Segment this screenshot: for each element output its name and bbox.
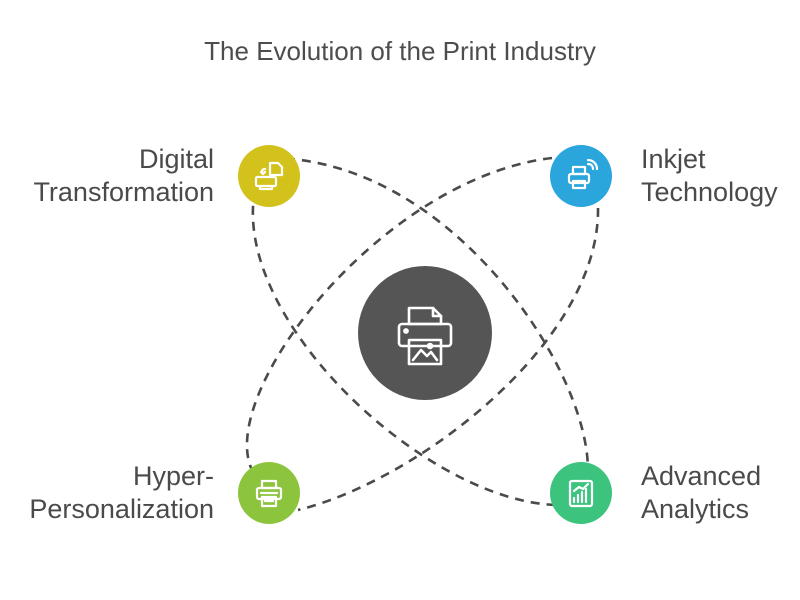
center-hub bbox=[358, 266, 492, 400]
label-inkjet-line1: Inkjet bbox=[641, 144, 706, 174]
label-inkjet-line2: Technology bbox=[641, 177, 778, 207]
label-digital-line2: Transformation bbox=[33, 177, 214, 207]
label-hyper-line1: Hyper- bbox=[132, 461, 214, 491]
arc-inkjet-to-hyper bbox=[245, 156, 553, 475]
node-hyper bbox=[238, 462, 300, 524]
label-inkjet: Inkjet Technology bbox=[641, 143, 778, 209]
label-digital: Digital Transformation bbox=[33, 143, 214, 209]
node-analytics bbox=[550, 462, 612, 524]
label-digital-line1: Digital bbox=[138, 144, 214, 174]
document-transfer-icon bbox=[254, 161, 284, 191]
arc-inkjet-to-hyper-lower bbox=[297, 207, 600, 512]
label-analytics-line1: Advanced bbox=[641, 461, 762, 491]
label-analytics: Advanced Analytics bbox=[641, 460, 761, 526]
label-hyper-line2: Personalization bbox=[29, 494, 214, 524]
printer-icon bbox=[397, 306, 453, 366]
arc-digital-to-analytics-lower bbox=[251, 189, 561, 507]
page-title: The Evolution of the Print Industry bbox=[204, 36, 596, 66]
wireless-printer-icon bbox=[567, 159, 598, 190]
label-hyper: Hyper- Personalization bbox=[29, 460, 214, 526]
node-inkjet bbox=[550, 145, 612, 207]
bar-chart-icon bbox=[568, 479, 594, 508]
label-analytics-line2: Analytics bbox=[641, 494, 750, 524]
node-digital bbox=[238, 145, 300, 207]
arc-digital-to-analytics bbox=[269, 156, 590, 501]
printer-icon bbox=[255, 479, 283, 508]
